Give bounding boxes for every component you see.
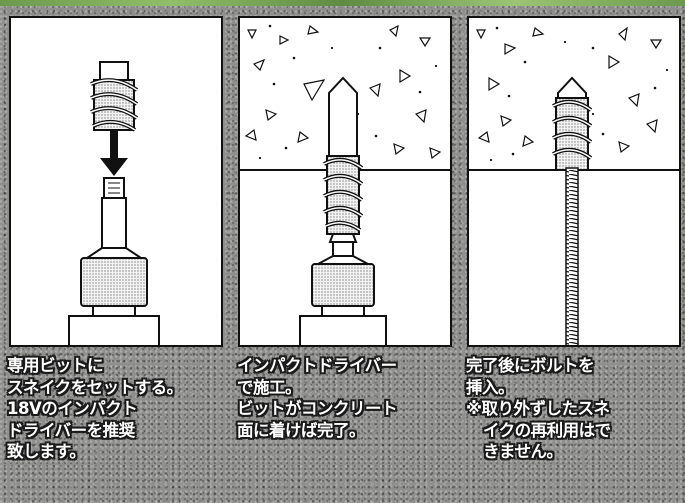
step-1-diagram	[68, 61, 160, 345]
drill-hole-icon	[328, 76, 358, 170]
step-3-diagram	[469, 18, 679, 345]
top-edge	[0, 0, 685, 6]
caption-line: きません。	[483, 442, 563, 461]
caption-line: インパクトドライバー	[237, 356, 397, 375]
caption-line: スネイクをセットする。	[7, 377, 183, 397]
impact-bit-icon	[299, 233, 387, 345]
caption-line: で施工。	[237, 377, 302, 397]
step-1-caption: 専用ビットに スネイクをセットする。 18Vのインパクト ドライバーを推奨 致し…	[7, 355, 233, 463]
caption-line: イクの再利用はで	[483, 420, 611, 440]
caption-line: 面に着けば完了。	[237, 420, 366, 440]
screw-anchor-icon	[552, 97, 593, 171]
impact-bit-icon	[68, 177, 160, 345]
caption-line: ドライバーを推奨	[7, 420, 135, 440]
caption-line: 18Vのインパクト	[7, 399, 138, 418]
caption-line: ビットがコンクリート	[237, 399, 398, 418]
caption-line: 挿入。	[466, 377, 515, 397]
caption-line: 完了後にボルトを	[466, 356, 595, 375]
caption-line: 専用ビットに	[7, 356, 104, 375]
caption-line: ※取り外ずしたスネ	[466, 399, 610, 418]
step-2-diagram	[240, 18, 450, 345]
down-arrow-icon	[100, 130, 128, 176]
step-3-illustration	[467, 16, 681, 347]
step-3-caption: 完了後にボルトを 挿入。 ※取り外ずしたスネ イクの再利用はで きません。	[466, 355, 685, 463]
step-1-illustration	[9, 16, 223, 347]
screw-anchor-icon	[90, 61, 139, 132]
bolt-rod-icon	[565, 167, 579, 345]
step-2-illustration	[238, 16, 452, 347]
step-2-caption: インパクトドライバー で施工。 ビットがコンクリート 面に着けば完了。	[237, 355, 463, 441]
caption-line: 致します。	[7, 442, 86, 461]
screw-anchor-icon	[323, 155, 364, 235]
